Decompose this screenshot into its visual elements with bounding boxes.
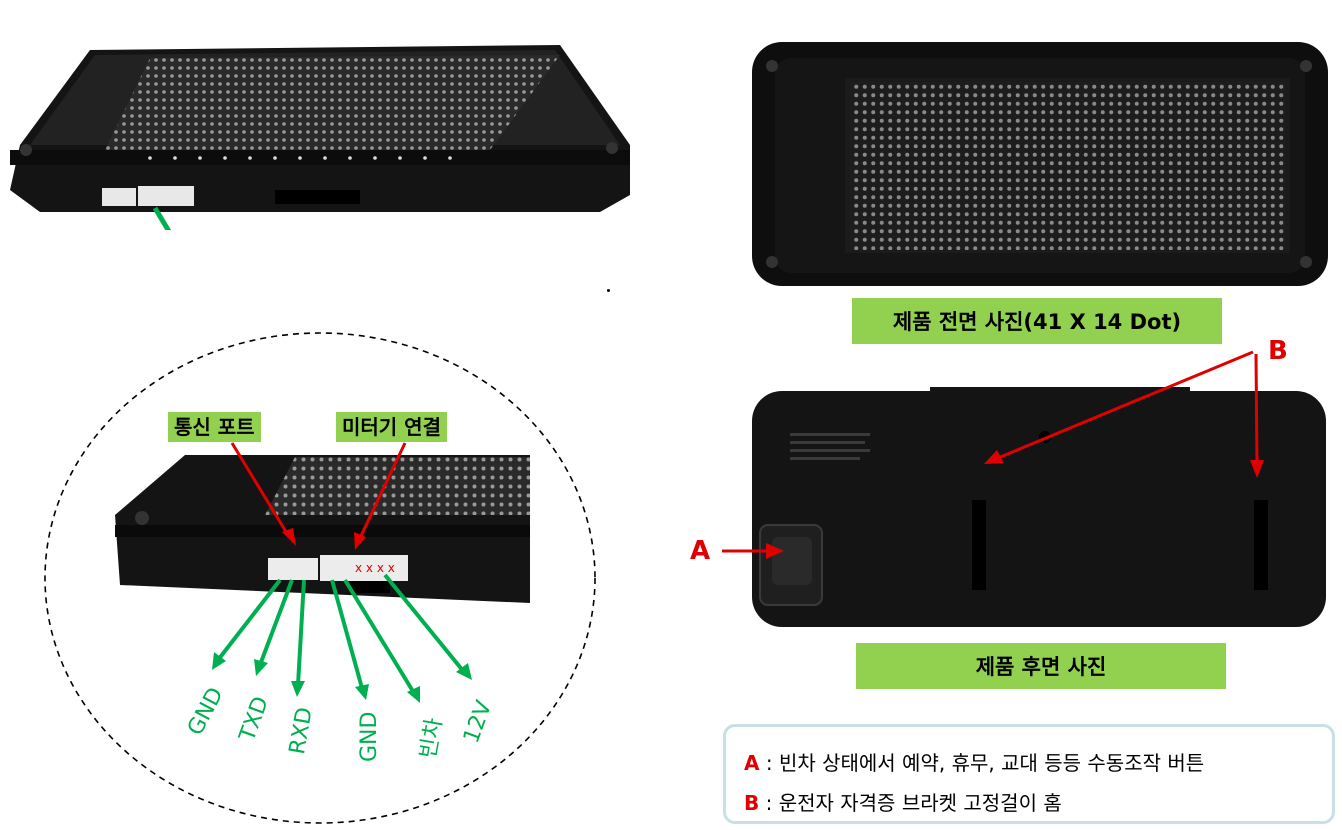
meter-connection-label: 미터기 연결 [336, 412, 447, 442]
zoom-circle [44, 332, 596, 824]
comm-port-label: 통신 포트 [168, 412, 261, 442]
stray-dot [607, 289, 610, 292]
legend-item-a: A : 빈차 상태에서 예약, 휴무, 교대 등등 수동조작 버튼 [744, 747, 1204, 776]
legend-key: B [744, 791, 760, 815]
svg-text:x x x x: x x x x [355, 561, 395, 575]
front-photo [752, 42, 1328, 286]
marker-b: B [1268, 336, 1288, 366]
legend-box: A : 빈차 상태에서 예약, 휴무, 교대 등등 수동조작 버튼 B : 운전… [723, 724, 1335, 824]
back-photo [752, 387, 1326, 627]
marker-arrows [722, 350, 1264, 559]
marker-a: A [690, 536, 711, 566]
legend-item-b: B : 운전자 자격증 브라켓 고정걸이 홈 [744, 787, 1062, 816]
legend-text: : 빈차 상태에서 예약, 휴무, 교대 등등 수동조작 버튼 [759, 751, 1205, 775]
connector-closeup: x x x x [115, 455, 530, 603]
callout-arrows [212, 442, 472, 703]
device-angled-photo [10, 45, 630, 230]
back-caption: 제품 후면 사진 [856, 643, 1226, 689]
front-caption: 제품 전면 사진(41 X 14 Dot) [852, 298, 1222, 344]
legend-key: A [744, 751, 760, 775]
pin-label: GND [357, 711, 382, 762]
legend-text: : 운전자 자격증 브라켓 고정걸이 홈 [759, 791, 1062, 815]
